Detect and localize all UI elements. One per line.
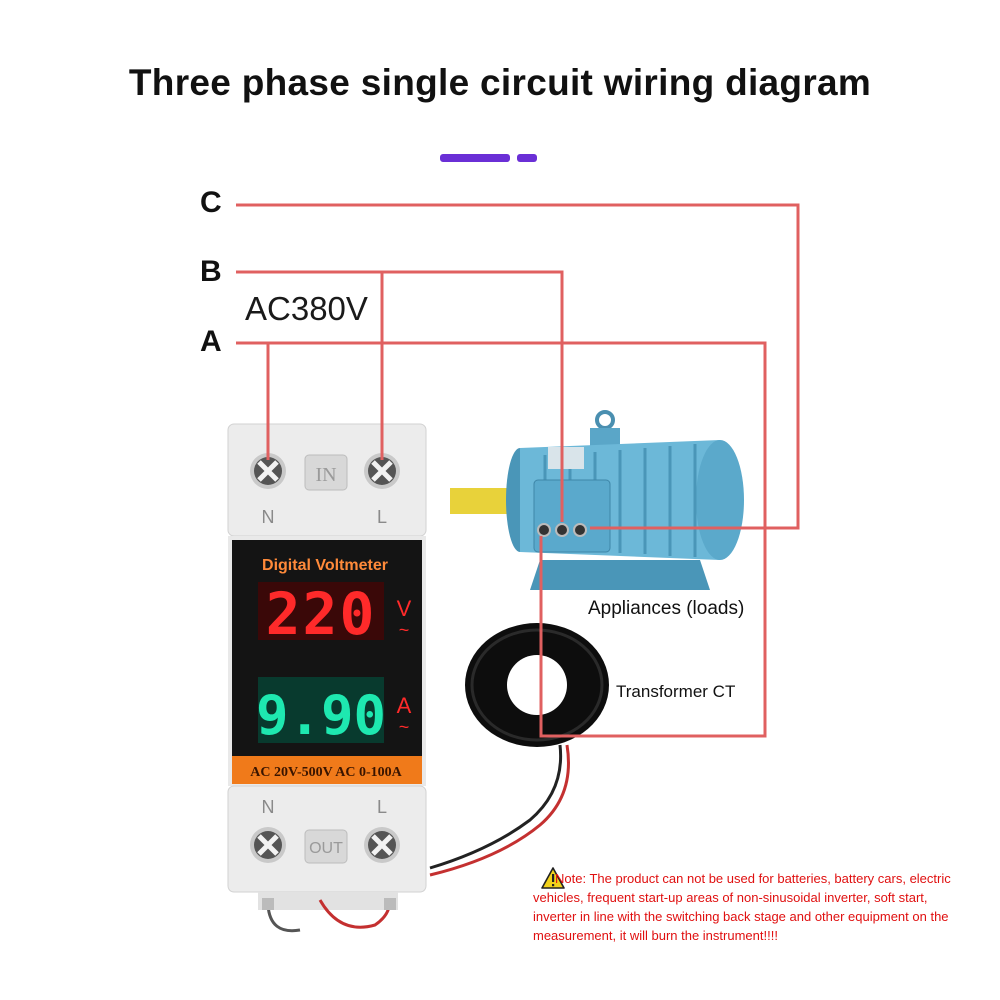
terminal-screw-bottom-n: [250, 827, 286, 863]
terminal-screw-top-l: [364, 453, 400, 489]
breaker-bottom-n-label: N: [262, 797, 275, 817]
breaker-bottom-l-label: L: [377, 797, 387, 817]
wire-phase-a: [236, 341, 767, 738]
warning-note-text: Note: The product can not be used for ba…: [533, 871, 951, 943]
phase-label-c: C: [200, 186, 222, 219]
meter-title: Digital Voltmeter: [262, 557, 388, 574]
breaker-top-l-label: L: [377, 507, 387, 527]
wire-phase-c: [236, 203, 800, 530]
terminal-screw-bottom-l: [364, 827, 400, 863]
meter-voltage-value: 220: [266, 580, 377, 648]
current-transformer-ring: [465, 623, 609, 747]
ct-label: Transformer CT: [616, 682, 736, 701]
motor-illustration: [450, 410, 744, 590]
meter-current-unit: A: [397, 693, 412, 718]
warning-icon: [541, 867, 565, 889]
page-title: Three phase single circuit wiring diagra…: [128, 62, 872, 103]
phase-label-b: B: [200, 255, 222, 288]
meter-current-ac-icon: ~: [399, 717, 410, 737]
breaker-in-label: IN: [315, 464, 336, 486]
terminal-screw-top-n: [250, 453, 286, 489]
title-accent-dot: [517, 154, 537, 162]
wire-phase-b: [236, 270, 564, 522]
loads-label: Appliances (loads): [588, 598, 745, 619]
breaker-out-label: OUT: [309, 840, 343, 857]
meter-voltage-ac-icon: ~: [399, 620, 410, 640]
breaker-top-n-label: N: [262, 507, 275, 527]
meter-range-label: AC 20V-500V AC 0-100A: [250, 765, 402, 780]
title-accent-bar: [440, 154, 510, 162]
voltage-label: AC380V: [245, 290, 368, 327]
phase-label-a: A: [200, 325, 222, 358]
meter-current-value: 9.90: [256, 684, 386, 747]
phase-wires: [236, 203, 800, 738]
meter-voltage-unit: V: [397, 596, 412, 621]
warning-note: Note: The product can not be used for ba…: [533, 869, 953, 945]
meter-display: [232, 540, 422, 784]
